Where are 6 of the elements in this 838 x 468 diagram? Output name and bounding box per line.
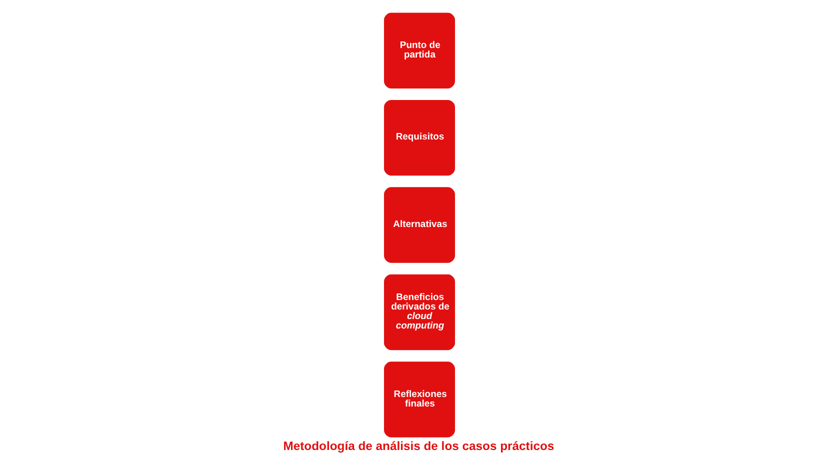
node-box: Requisitos (381, 97, 457, 178)
node-box: Reflexiones finales (381, 359, 457, 439)
node-box: Punto de partida (381, 10, 457, 90)
node-box: Beneficios derivados de cloud computing (381, 272, 457, 352)
node-box: Alternativas (381, 184, 457, 264)
caption: Metodología de análisis de los casos prácticos (282, 438, 554, 453)
